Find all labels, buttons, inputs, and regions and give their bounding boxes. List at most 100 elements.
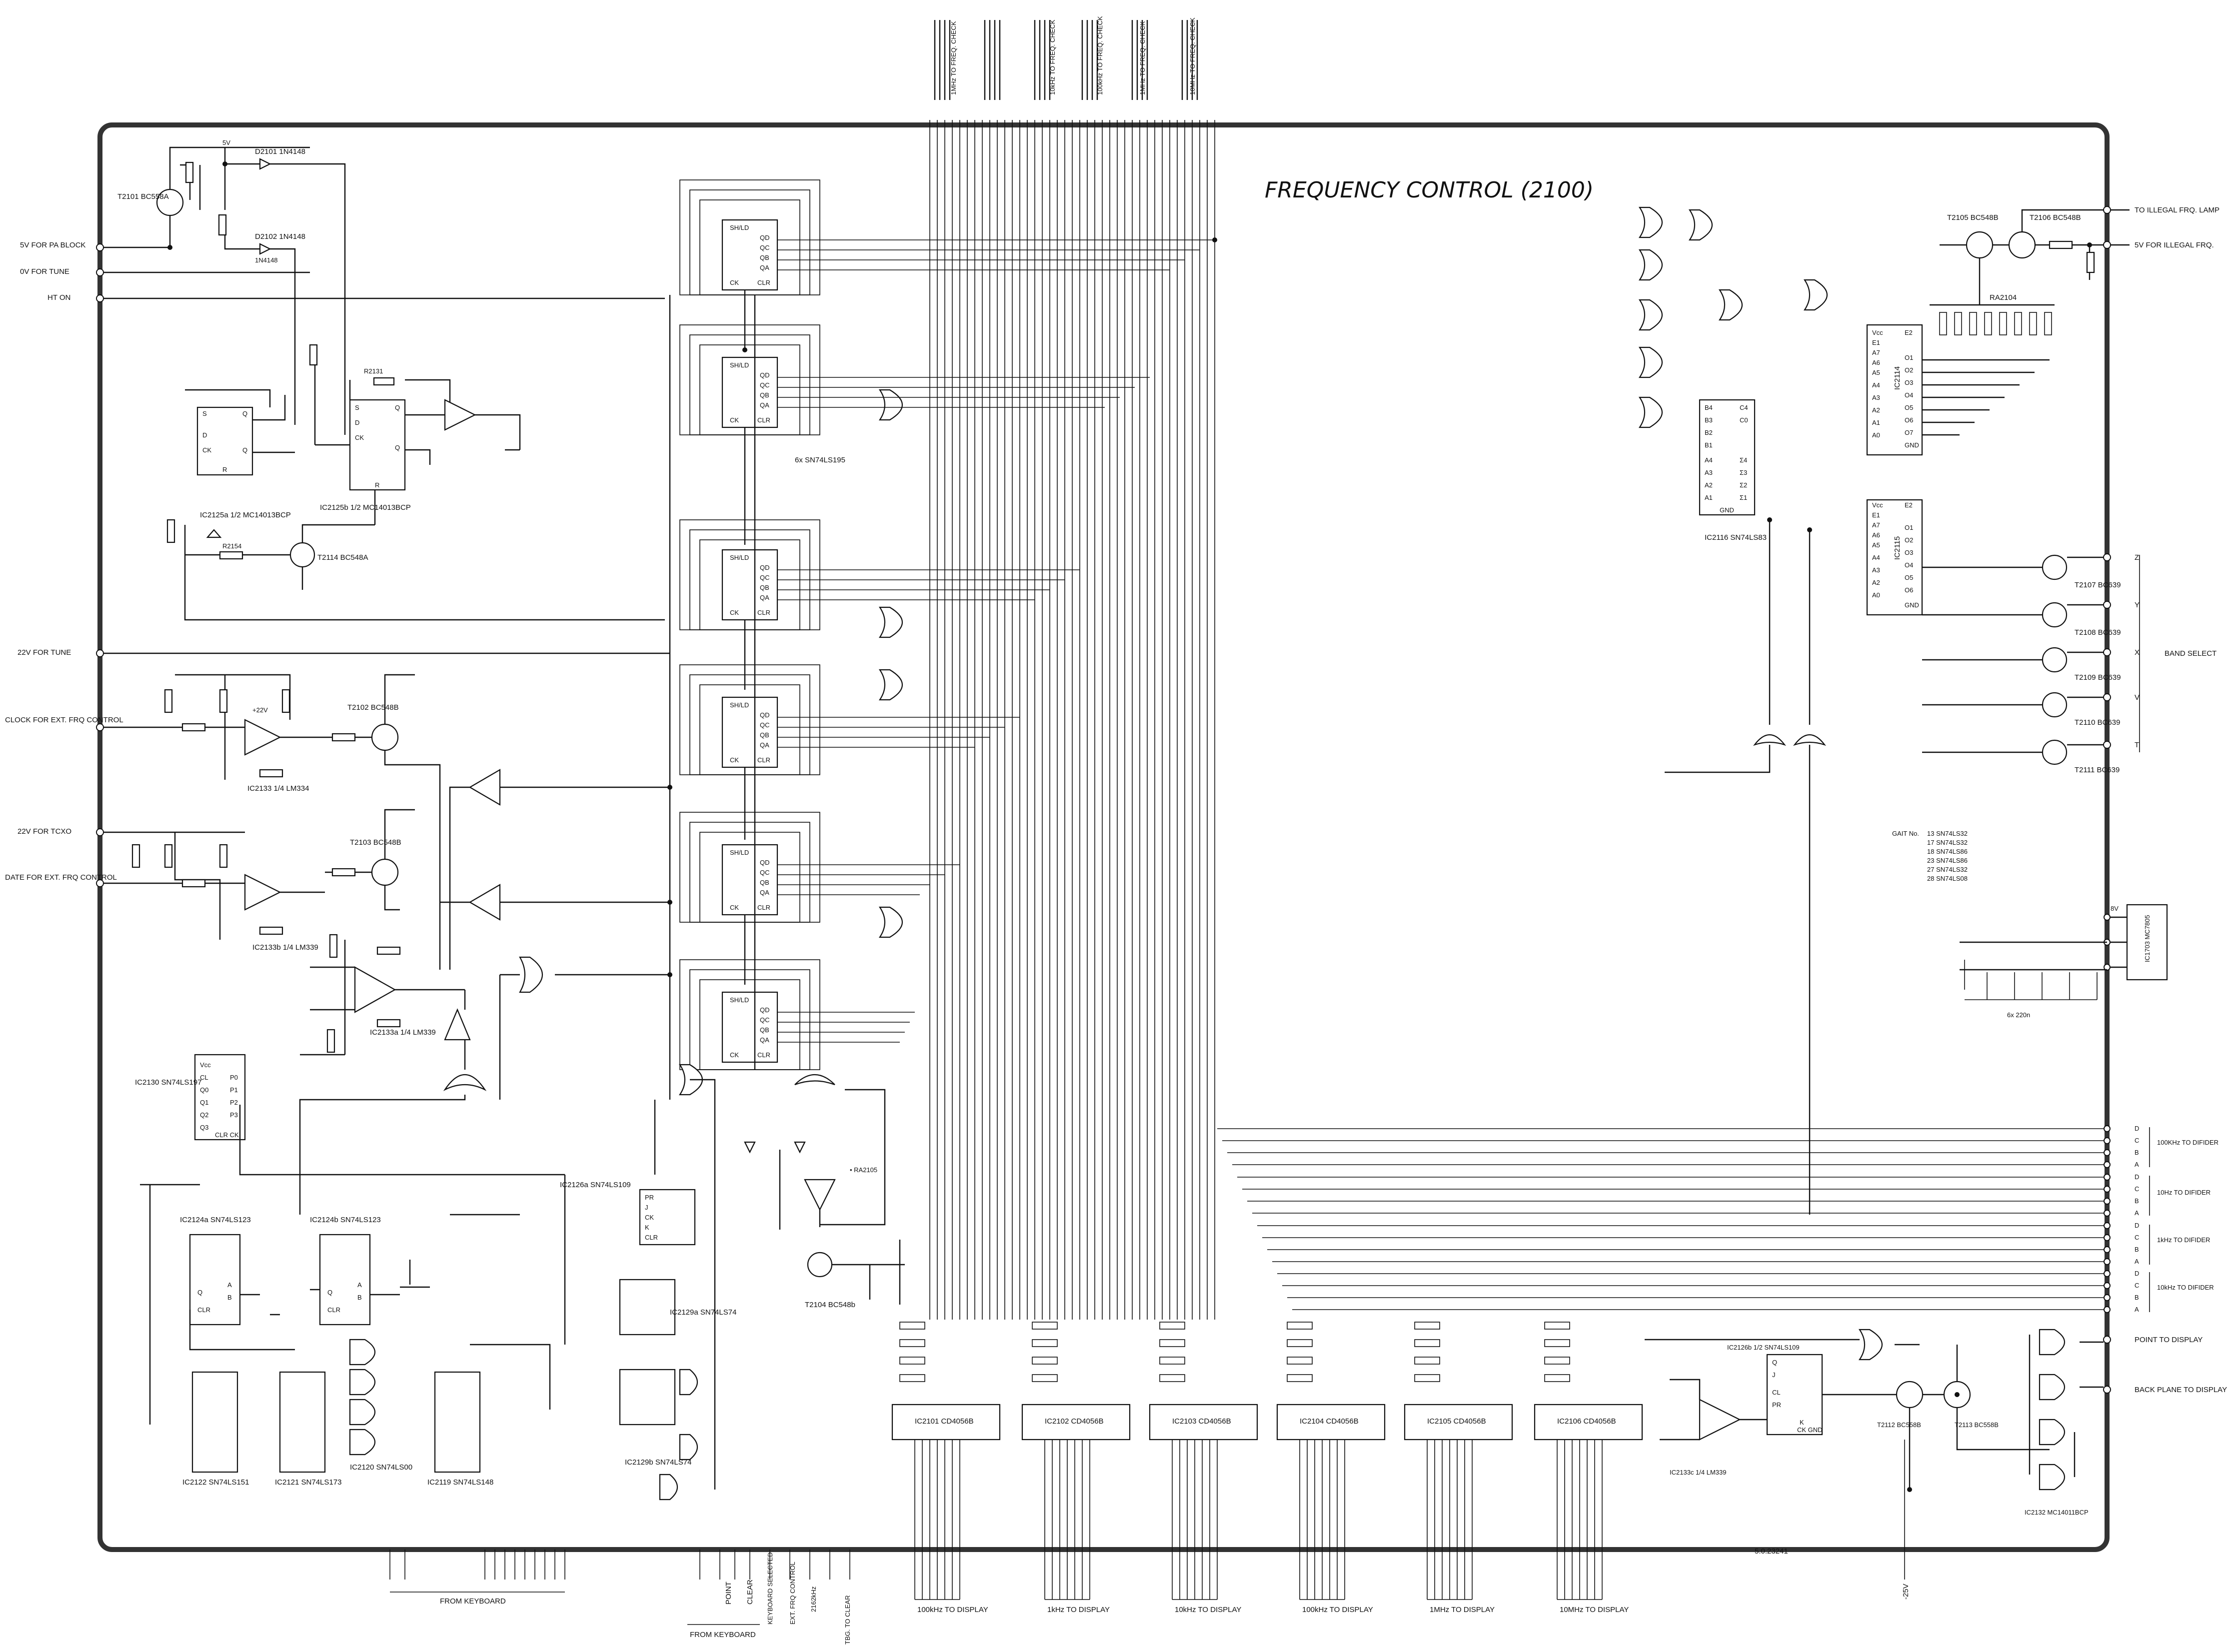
ic2114-box [1866,324,1923,456]
svg-text:A7: A7 [1872,349,1880,356]
ic2133a-label: IC2133a 1/4 LM339 [370,1028,436,1037]
shift-register-2 [721,356,778,428]
svg-text:Σ4: Σ4 [1740,456,1747,464]
svg-text:Q: Q [1772,1359,1777,1366]
svg-text:PR: PR [1772,1401,1781,1409]
svg-text:A6: A6 [1872,359,1880,366]
decoder-ic2101 [891,1404,1001,1441]
svg-text:QA: QA [760,401,769,409]
ic2130-label: IC2130 SN74LS197 [135,1078,201,1087]
xor-gate-3 [1638,299,1663,331]
ic2121-box [279,1371,326,1473]
or-gate-28-a [519,956,543,993]
input-terminal [96,268,104,276]
nand-gate-b [349,1399,375,1426]
band-x: X [2135,648,2140,657]
svg-text:C0: C0 [1740,416,1748,424]
input-22v-tcxo: 22V FOR TCXO [17,827,71,836]
opamp-ic2133 [244,719,281,756]
svg-text:QC: QC [760,1016,770,1024]
svg-text:R2131: R2131 [364,367,383,375]
and-gate-28-b [659,1474,678,1501]
svg-text:CL: CL [1772,1389,1781,1396]
decoder-ic2103 [1149,1404,1258,1441]
ic2126a-box [639,1189,696,1246]
svg-text:QC: QC [760,574,770,581]
nand-gate-ic2132-b [2039,1374,2065,1401]
buffer-31 [444,399,476,431]
or-gate-3 [878,606,903,638]
and-gate-28-a [679,1434,698,1461]
back-plane-to-display: BACK PLANE TO DISPLAY [2135,1386,2227,1394]
svg-text:CK: CK [730,904,739,911]
svg-text:CK: CK [730,756,739,764]
svg-text:O6: O6 [1905,416,1913,424]
ic2124b-label: IC2124b SN74LS123 [310,1216,381,1224]
inverter-31-b [468,884,501,921]
or-gate-11 [878,669,903,701]
t2105-label: T2105 BC548B [1947,213,1999,222]
or-gate-17-b [1793,734,1826,746]
svg-text:B: B [357,1294,362,1301]
svg-text:D: D [202,431,207,439]
junction-dots [167,161,2092,1492]
svg-text:1N4148: 1N4148 [255,256,278,264]
illegal-5v-label: 5V FOR ILLEGAL FRQ. [2135,241,2214,249]
shift-register-5 [721,844,778,916]
svg-text:A1: A1 [1872,419,1880,426]
svg-text:CLR: CLR [757,279,770,286]
svg-text:CL: CL [200,1074,208,1081]
svg-text:PR: PR [645,1194,654,1201]
svg-text:SH/LD: SH/LD [730,361,749,369]
svg-text:QA: QA [760,889,769,896]
svg-text:A: A [2135,1306,2139,1313]
svg-text:K: K [645,1224,649,1231]
svg-text:CLR: CLR [757,609,770,616]
decoder-ic2105 [1404,1404,1513,1441]
ic2132-label: IC2132 MC14011BCP [2025,1509,2089,1516]
keyboard-selected-label: KEYBOARD SELECTED [766,1553,774,1625]
svg-text:QA: QA [760,264,769,271]
ic2116-label: IC2116 SN74LS83 [1705,533,1767,542]
ic2130-box [194,1054,246,1141]
display-label-10khz: 10kHz TO DISPLAY [1175,1606,1241,1614]
capacitor-note: 6x 220n [2007,1011,2030,1019]
t2109-label: T2109 BC639 [2075,673,2121,682]
svg-text:QD: QD [760,859,770,866]
gait-row: 27 SN74LS32 [1927,866,1968,873]
right-outputs: TO ILLEGAL FRQ. LAMP 5V FOR ILLEGAL FRQ.… [1217,206,2227,1394]
gait-row: 17 SN74LS32 [1927,839,1968,846]
ic2126b-label: IC2126b 1/2 SN74LS109 [1727,1344,1800,1351]
decoder-ic2104 [1276,1404,1386,1441]
svg-text:SH/LD: SH/LD [730,996,749,1004]
svg-text:C: C [2135,1185,2139,1193]
svg-text:CK: CK [730,609,739,616]
or-gate-17-a [1753,734,1786,746]
nand-gate-ic2132-a [2039,1329,2065,1356]
t2112-label: T2112 BC558B [1877,1421,1921,1429]
svg-text:CLR: CLR [327,1306,340,1314]
shift-register-6 [721,991,778,1063]
t2106-label: T2106 BC548B [2030,213,2081,222]
input-22v-tune: 22V FOR TUNE [17,648,71,657]
svg-text:CLR: CLR [757,756,770,764]
svg-text:CLR: CLR [757,904,770,911]
svg-text:E2: E2 [1905,501,1913,509]
svg-text:QA: QA [760,594,769,601]
svg-text:Q0: Q0 [200,1086,208,1094]
gait-table: GAIT No. 13 SN74LS32 17 SN74LS32 18 SN74… [1892,830,1968,882]
opamp-ic2133c [1699,1399,1741,1441]
svg-text:A4: A4 [1872,554,1880,561]
decoder-ic2105-label: IC2105 CD4056B [1427,1417,1486,1426]
svg-text:O5: O5 [1905,404,1913,411]
svg-text:GND: GND [1905,601,1919,609]
display-label-100khz-b: 100kHz TO DISPLAY [1302,1606,1373,1614]
ic2124b-box [319,1234,371,1326]
xor-gate-28 [1638,206,1663,238]
ic2124a-box [189,1234,241,1326]
svg-text:SH/LD: SH/LD [730,849,749,856]
decoder-ic2106 [1534,1404,1643,1441]
or-gate-9 [1638,249,1663,281]
svg-text:SH/LD: SH/LD [730,554,749,561]
svg-text:E1: E1 [1872,339,1880,346]
